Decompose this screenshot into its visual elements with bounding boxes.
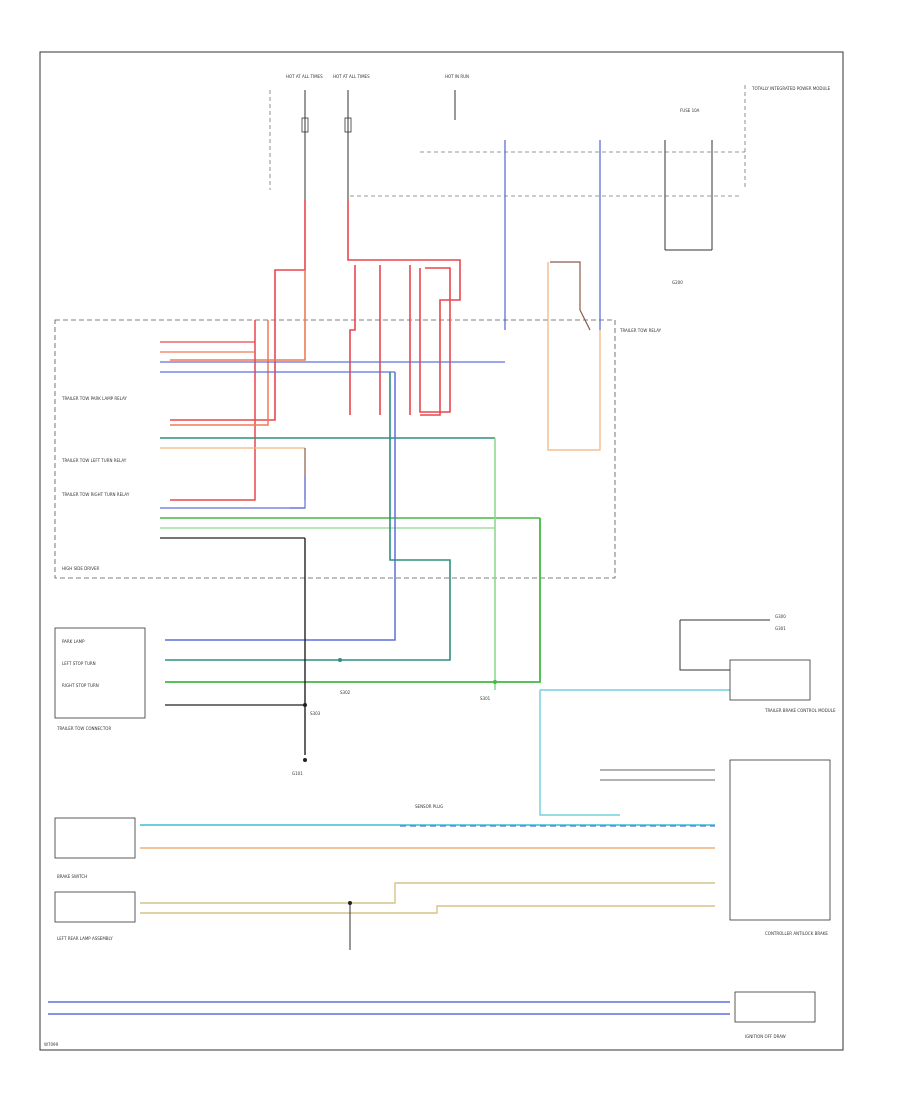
footer-code: W7099 — [44, 1042, 59, 1047]
fuse-a-label: HOT AT ALL TIMES — [286, 74, 323, 79]
ign-fuse-label: FUSE 10A — [680, 108, 700, 113]
sensor-plug-label: SENSOR PLUG — [415, 804, 443, 809]
trailer-ground-label: G300 — [775, 614, 786, 619]
brake-switch-wires: BRAKE SWITCH LEFT REAR LAMP ASSEMBLY — [54, 874, 715, 950]
brake-control-area: TRAILER BRAKE CONTROL MODULE G300 G301 — [539, 614, 836, 816]
trailer-tow-relay-box — [54, 319, 616, 579]
connector-rows — [160, 341, 540, 539]
relay-cluster-right: G200 — [504, 140, 713, 330]
splice-s303-label: S303 — [310, 711, 321, 716]
tow-module-label: TRAILER BRAKE CONTROL MODULE — [764, 708, 836, 713]
trunk-wires — [165, 372, 541, 755]
fuse-c-label: HOT IN RUN — [445, 74, 469, 79]
park-lamp-label: PARK LAMP — [62, 639, 85, 644]
right-turn-label: RIGHT STOP TURN — [62, 683, 99, 688]
relay-park-label: TRAILER TOW PARK LAMP RELAY — [61, 396, 127, 401]
trailer-ground2-label: G301 — [775, 626, 786, 631]
splice-s301 — [493, 680, 497, 684]
ground-g200-label: G200 — [672, 280, 683, 285]
relay-left-label: TRAILER TOW LEFT TURN RELAY — [61, 458, 127, 463]
left-lamp-label: LEFT REAR LAMP ASSEMBLY — [57, 936, 113, 941]
relay-right-label: TRAILER TOW RIGHT TURN RELAY — [61, 492, 130, 497]
ignition-wires: IGNITION OFF DRAW — [48, 991, 816, 1039]
splices: S303 S302 S301 — [303, 658, 497, 716]
tipm-label: TRAILER TOW RELAY — [619, 328, 662, 333]
splice-s302 — [338, 658, 342, 662]
ground-g101-label: G101 — [292, 771, 303, 776]
ground-g101: G101 — [292, 758, 307, 776]
diagram-frame — [39, 51, 844, 1051]
relay-block-label: HIGH SIDE DRIVER — [62, 566, 99, 571]
fuse-header: HOT AT ALL TIMES HOT AT ALL TIMES HOT IN… — [269, 74, 831, 200]
splice-s303 — [303, 703, 307, 707]
ccm-label: CONTROLLER ANTILOCK BRAKE — [765, 931, 828, 936]
left-turn-label: LEFT STOP TURN — [62, 661, 96, 666]
splice-s302-label: S302 — [340, 690, 351, 695]
trailer-module-label: TRAILER TOW CONNECTOR — [56, 726, 111, 731]
fuse-b-label: HOT AT ALL TIMES — [333, 74, 370, 79]
splice-s301-label: S301 — [480, 696, 491, 701]
sensor-wires: SENSOR PLUG — [54, 804, 715, 859]
ignition-module-label: IGNITION OFF DRAW — [745, 1034, 786, 1039]
trailer-tow-connector: TRAILER TOW CONNECTOR PARK LAMP LEFT STO… — [54, 627, 146, 731]
feed-wires — [170, 200, 601, 501]
abs-controller: CONTROLLER ANTILOCK BRAKE — [600, 759, 831, 936]
pdc-label: TOTALLY INTEGRATED POWER MODULE — [751, 86, 831, 91]
brake-switch-label: BRAKE SWITCH — [57, 874, 87, 879]
